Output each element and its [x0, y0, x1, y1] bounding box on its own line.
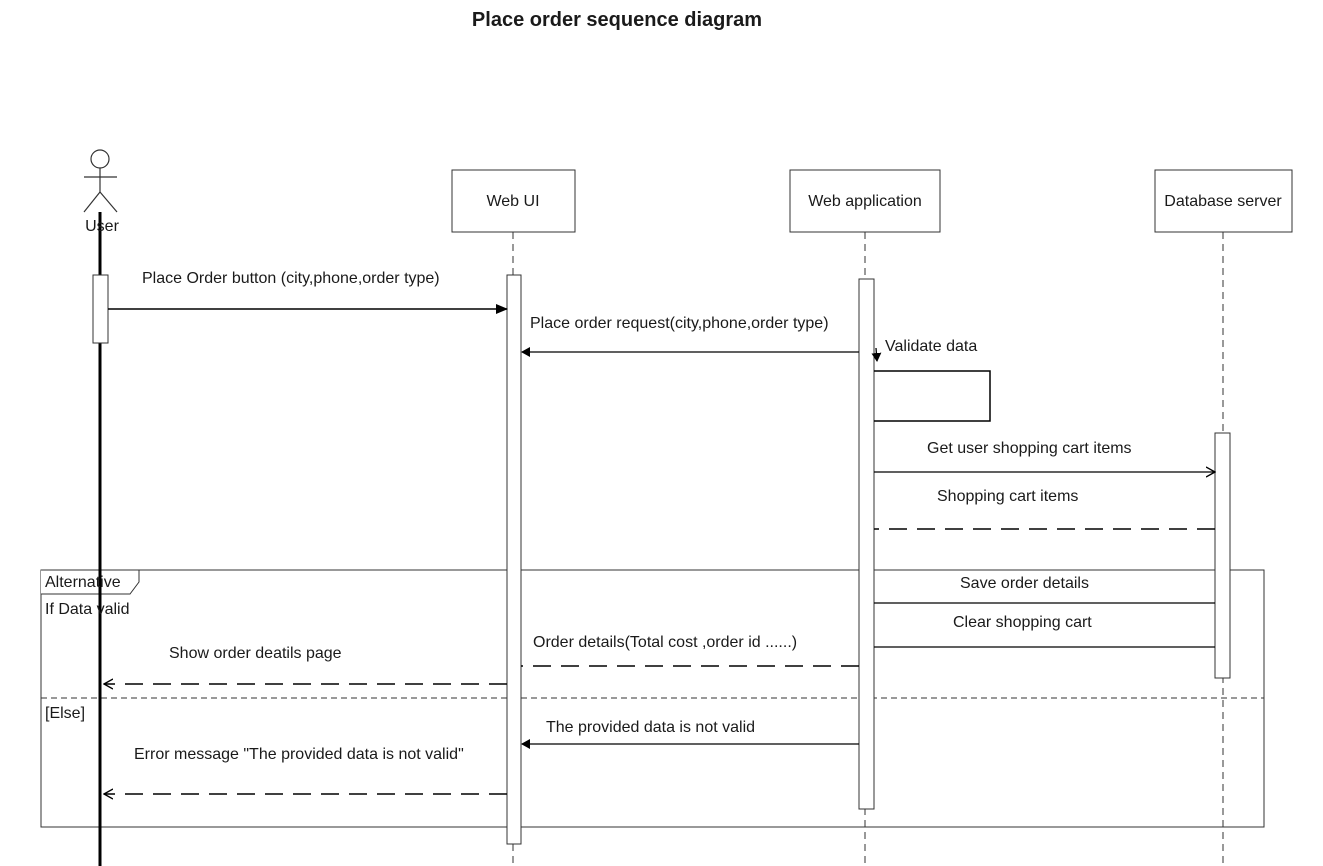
msg-not-valid-label: The provided data is not valid [546, 719, 755, 736]
user-label: User [85, 218, 119, 235]
msg-place-order-button-label: Place Order button (city,phone,order typ… [142, 270, 440, 287]
msg-save-order-label: Save order details [960, 575, 1089, 592]
diagram-title: Place order sequence diagram [472, 9, 762, 31]
msg-clear-cart-label: Clear shopping cart [953, 614, 1092, 631]
web-ui-activation [506, 274, 522, 845]
msg-validate-entry-arrow [871, 347, 882, 362]
db-box [1154, 169, 1293, 233]
web-app-activation [858, 278, 875, 810]
msg-validate-label: Validate data [885, 338, 977, 355]
fragment-label: Alternative [45, 574, 121, 591]
alt-fragment [40, 569, 1265, 828]
user-activation [92, 274, 109, 344]
web-ui-label: Web UI [486, 193, 539, 210]
user-actor-icon [83, 149, 118, 213]
msg-order-details-label: Order details(Total cost ,order id .....… [533, 634, 797, 651]
msg-place-order-request-label: Place order request(city,phone,order typ… [530, 315, 829, 332]
msg-cart-items-label: Shopping cart items [937, 488, 1078, 505]
msg-validate-loop [874, 370, 991, 422]
db-label: Database server [1164, 193, 1282, 210]
fragment-guard-else: [Else] [45, 705, 85, 722]
web-app-box [789, 169, 941, 233]
msg-show-order-page-label: Show order deatils page [169, 645, 342, 662]
db-activation [1214, 432, 1231, 679]
fragment-guard-valid: If Data valid [45, 601, 129, 618]
web-app-label: Web application [808, 193, 922, 210]
web-ui-box [451, 169, 576, 233]
msg-get-cart-label: Get user shopping cart items [927, 440, 1132, 457]
msg-error-label: Error message "The provided data is not … [134, 746, 464, 763]
